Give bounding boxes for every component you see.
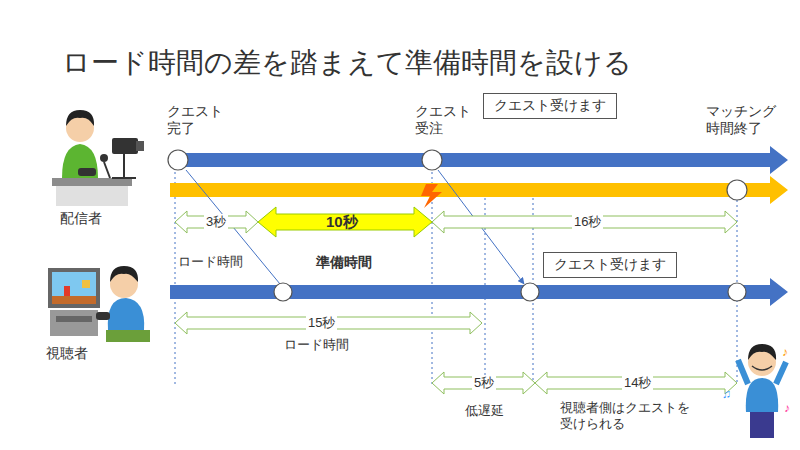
duration-label: 3秒 bbox=[204, 214, 228, 230]
event-label: クエスト 完了 bbox=[167, 103, 229, 137]
note-label: 低遅延 bbox=[465, 403, 504, 419]
svg-text:♫: ♫ bbox=[722, 387, 731, 401]
stream-timeline bbox=[170, 176, 788, 204]
note-label: 準備時間 bbox=[316, 254, 372, 271]
note-label: 視聴者側はクエストを 受けられる bbox=[560, 400, 696, 431]
viewer-timeline bbox=[170, 278, 788, 306]
note-label: ロード時間 bbox=[178, 254, 243, 270]
box-text: クエスト受けます bbox=[554, 256, 666, 274]
title: ロード時間の差を踏まえて準備時間を設ける bbox=[62, 46, 632, 80]
actor-label: 配信者 bbox=[60, 210, 102, 227]
svg-text:♪: ♪ bbox=[782, 345, 788, 359]
happy-person-illustration: ♪ ♫ ♪ bbox=[722, 344, 790, 438]
span-arrows bbox=[175, 211, 737, 394]
duration-label: 15秒 bbox=[306, 315, 337, 331]
event-label: クエスト 受注 bbox=[415, 103, 477, 137]
annotation-box: クエスト受けます bbox=[543, 252, 677, 278]
duration-label: 10秒 bbox=[326, 213, 358, 231]
streamer-timeline bbox=[170, 146, 788, 174]
actor-label: 視聴者 bbox=[46, 345, 88, 362]
prep-arrow bbox=[258, 207, 432, 237]
annotation-box: クエスト受けます bbox=[483, 93, 617, 119]
viewer-illustration bbox=[48, 266, 150, 342]
note-label: ロード時間 bbox=[284, 337, 349, 353]
duration-label: 5秒 bbox=[472, 375, 496, 391]
guide-lines bbox=[175, 172, 737, 385]
streamer-illustration bbox=[52, 110, 144, 206]
event-circles bbox=[168, 150, 747, 301]
box-text: クエスト受けます bbox=[494, 97, 606, 115]
duration-label: 14秒 bbox=[622, 375, 653, 391]
duration-label: 16秒 bbox=[572, 214, 603, 230]
lightning-icon bbox=[421, 184, 442, 208]
svg-text:♪: ♪ bbox=[784, 401, 790, 415]
event-label: マッチング 時間終了 bbox=[706, 103, 784, 137]
